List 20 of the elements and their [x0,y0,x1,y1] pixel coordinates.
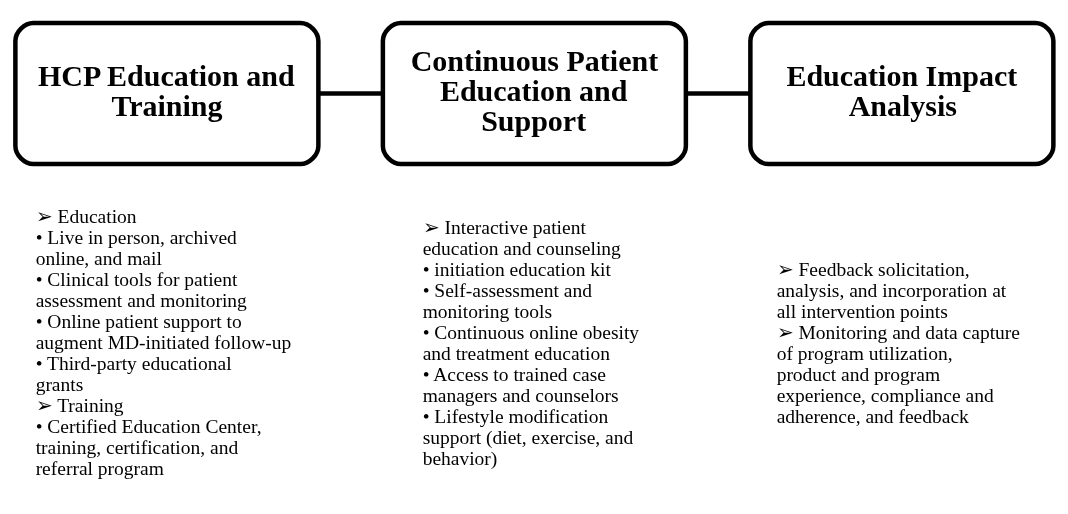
connector [686,91,751,96]
node-box: HCP Education and Training [13,20,321,167]
node-label: ➢ Interactive patient education and counseling [422,216,621,259]
node-label: • Certified Education Center, training, certification, and referral program [35,416,262,480]
node-label: • Online patient support to augment MD-initiated follow-up [35,311,292,354]
node-label: • initiation education kit [422,258,611,280]
node-label: ➢ Feedback solicitation, analysis, and incorporation at all intervention points [776,258,1007,322]
node-label: • Self-assessment and monitoring tools [422,279,592,322]
node-label: • Live in person, archived online, and mail [35,227,237,270]
node-box: Continuous Patient Education and Support [380,20,689,167]
node-label: ➢ Training [35,395,124,417]
node-label: ➢ Monitoring and data capture of program utilization, product and program experience, compliance and adherence, and feedback [776,321,1020,427]
node-box: Education Impact Analysis [748,20,1056,167]
node-label: • Continuous online obesity and treatment education [422,321,640,364]
node-label: ➢ Education [35,206,137,228]
connector [319,91,383,96]
node-label: • Clinical tools for patient assessment and monitoring [35,269,247,312]
node-label: • Third-party educational grants [35,353,232,396]
node-label: • Access to trained case managers and counselors [422,363,619,406]
node-label: • Lifestyle modification support (diet, exercise, and behavior) [422,405,634,469]
